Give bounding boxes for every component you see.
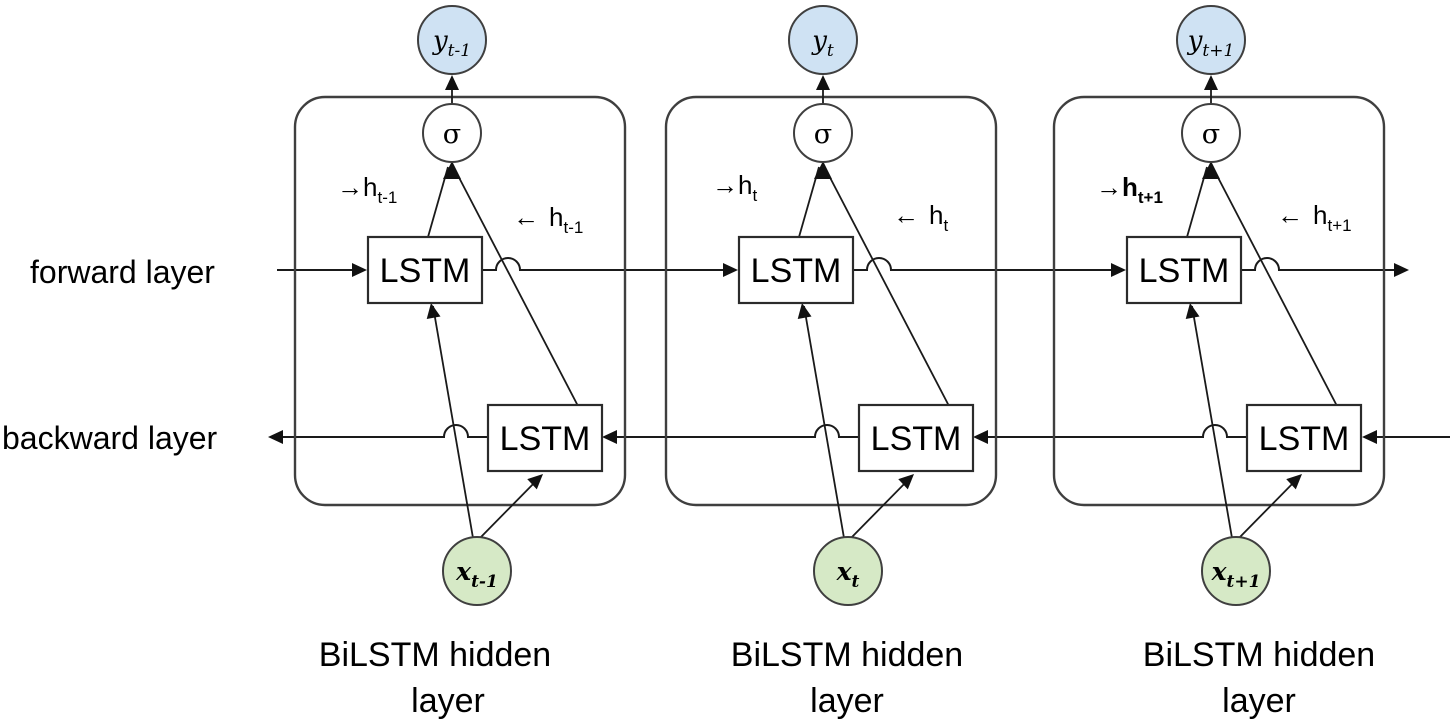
arrowhead: [1394, 263, 1409, 277]
unit-caption-line1: BiLSTM hidden: [1143, 636, 1375, 674]
output-node: [1176, 5, 1246, 75]
arrowhead: [426, 303, 441, 319]
forward-layer-label: forward layer: [30, 254, 215, 290]
input-to-backward-lstm-line: [478, 475, 542, 540]
backward-lstm-label: LSTM: [500, 420, 591, 458]
input-node: [442, 536, 512, 606]
sigma-label: σ: [1202, 119, 1220, 150]
unit-caption-line2: layer: [411, 682, 485, 720]
arrowhead: [445, 75, 459, 90]
input-to-forward-lstm-line: [432, 305, 474, 539]
arrowhead: [443, 161, 461, 179]
backward-lstm-box: [857, 403, 975, 473]
bilstm-unit: yt-1 σ →ht-1 ←ht-1 LSTM LSTM xt-1: [293, 5, 627, 606]
arrowhead: [527, 474, 543, 490]
arrowhead: [1202, 161, 1220, 179]
output-node-label: yt+1: [1187, 26, 1235, 61]
backward-hidden-state-label: ←ht+1: [1277, 200, 1352, 235]
unit-boundary: [1052, 95, 1386, 507]
sigma-node: [422, 103, 482, 163]
unit-caption-line1: BiLSTM hidden: [731, 636, 963, 674]
arrowhead: [1204, 75, 1218, 90]
input-to-backward-lstm-line: [849, 475, 913, 540]
output-node-label: yt-1: [432, 26, 471, 61]
arrowhead: [1111, 263, 1126, 277]
forward-lstm-box: [1125, 235, 1243, 305]
arrowhead: [268, 430, 283, 444]
backward-chain-line: [268, 424, 1450, 444]
arrowhead: [602, 430, 617, 444]
arrowhead: [352, 263, 367, 277]
unit-caption-line2: layer: [1222, 682, 1296, 720]
backward-lstm-label: LSTM: [1259, 420, 1350, 458]
forward-lstm-label: LSTM: [751, 252, 842, 290]
arrowhead: [1185, 303, 1200, 319]
sigma-node: [793, 103, 853, 163]
sigma-label: σ: [443, 119, 461, 150]
bilstm-unit: yt σ →ht ←ht LSTM LSTM xt: [664, 5, 998, 606]
forward-hidden-state-label: →ht-1: [337, 172, 397, 207]
unit-caption-line1: BiLSTM hidden: [319, 636, 551, 674]
arrowhead: [816, 75, 830, 90]
unit-boundary: [664, 95, 998, 507]
unit-caption-line2: layer: [810, 682, 884, 720]
arrowhead: [797, 303, 812, 319]
sigma-node: [1181, 103, 1241, 163]
input-node-label: xt: [836, 557, 860, 592]
input-to-forward-lstm-line: [1191, 305, 1233, 539]
backward-lstm-box: [1245, 403, 1363, 473]
input-node: [1201, 536, 1271, 606]
backward-hidden-state-label: ←ht: [893, 200, 948, 235]
sigma-label: σ: [814, 119, 832, 150]
arrowhead: [1286, 474, 1302, 490]
input-node-label: xt-1: [455, 557, 498, 592]
arrowhead: [898, 474, 914, 490]
forward-lstm-label: LSTM: [380, 252, 471, 290]
forward-hidden-state-label: →ht: [712, 170, 757, 205]
backward-lstm-box: [486, 403, 604, 473]
bilstm-unit: yt+1 σ →ht+1 ←ht+1 LSTM LSTM xt+1: [1052, 5, 1386, 606]
output-node-label: yt: [811, 26, 834, 61]
output-node: [788, 5, 858, 75]
input-to-forward-lstm-line: [803, 305, 845, 539]
forward-chain-line: [277, 257, 1409, 277]
arrowhead: [814, 161, 832, 179]
arrowhead: [1362, 430, 1377, 444]
backward-lstm-to-sigma-line: [452, 165, 579, 407]
output-node: [417, 5, 487, 75]
forward-lstm-label: LSTM: [1139, 252, 1230, 290]
backward-layer-label: backward layer: [2, 420, 218, 456]
input-node-label: xt+1: [1211, 557, 1261, 592]
input-node: [813, 536, 883, 606]
forward-lstm-box: [366, 235, 484, 305]
backward-lstm-to-sigma-line: [1211, 165, 1338, 407]
arrowhead: [973, 430, 988, 444]
input-to-backward-lstm-line: [1237, 475, 1301, 540]
backward-lstm-to-sigma-line: [823, 165, 950, 407]
unit-boundary: [293, 95, 627, 507]
forward-hidden-state-label: →ht+1: [1096, 172, 1163, 207]
backward-lstm-label: LSTM: [871, 420, 962, 458]
backward-hidden-state-label: ←ht-1: [513, 202, 583, 237]
forward-lstm-box: [737, 235, 855, 305]
arrowhead: [723, 263, 738, 277]
